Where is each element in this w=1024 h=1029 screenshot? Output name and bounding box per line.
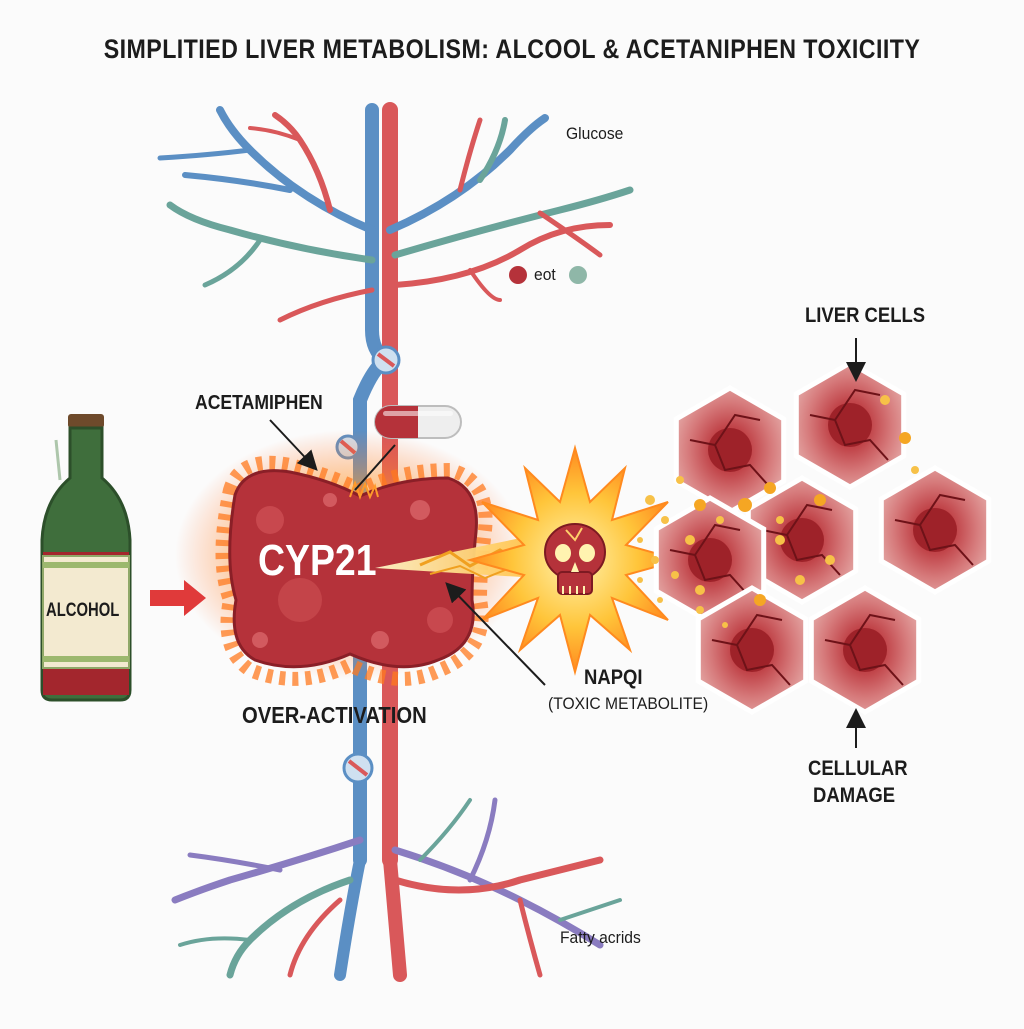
debris-particle	[880, 395, 890, 405]
debris-particle	[825, 555, 835, 565]
label-fatty-acids: Fatty acrids	[560, 928, 641, 947]
debris-particle	[671, 571, 679, 579]
label-enzyme: CYP21	[258, 536, 377, 585]
debris-particle	[645, 495, 655, 505]
wine-bottle-icon	[40, 414, 132, 702]
debris-particle	[657, 597, 663, 603]
cell-crack	[669, 523, 749, 596]
debris-particle	[775, 535, 785, 545]
debris-particle	[911, 466, 919, 474]
debris-particle	[795, 575, 805, 585]
vessel-tree-bottom	[171, 797, 622, 982]
cell-crack	[809, 388, 889, 461]
cell-crack	[824, 613, 904, 686]
debris-particle	[776, 516, 784, 524]
cell-crack	[689, 413, 769, 486]
legend-dot-red	[509, 266, 527, 284]
cell-crack	[711, 613, 791, 686]
capsule-icon	[374, 405, 462, 439]
debris-particle	[676, 476, 684, 484]
label-glucose: Glucose	[566, 124, 624, 143]
pointer-lines	[269, 338, 866, 748]
legend-dot-teal	[569, 266, 587, 284]
debris-particle	[695, 585, 705, 595]
vessel-tree-top	[157, 102, 634, 868]
skull-icon	[544, 523, 606, 595]
alcohol-arrow	[150, 580, 206, 616]
pointer-capsule	[354, 444, 396, 491]
debris-particle	[661, 516, 669, 524]
debris-particle	[738, 498, 752, 512]
label-napqi-sub: (TOXIC METABOLITE)	[548, 694, 709, 713]
label-bottle: ALCOHOL	[46, 600, 120, 621]
debris-particle	[637, 537, 643, 543]
vessel-valve-top	[371, 345, 401, 375]
pointer-napqi	[445, 582, 546, 686]
pointer-acetaminophen	[269, 419, 318, 471]
debris-particle	[694, 499, 706, 511]
debris-particle	[814, 494, 826, 506]
label-damage: DAMAGE	[813, 784, 896, 807]
debris-particle	[651, 556, 659, 564]
liver-cells	[653, 360, 992, 715]
debris-particle	[685, 535, 695, 545]
page-title: SIMPLITIED LIVER METABOLISM: ALCOOL & AC…	[103, 34, 921, 64]
label-napqi: NAPQI	[584, 666, 643, 689]
debris-particle	[899, 432, 911, 444]
label-over-activation: OVER-ACTIVATION	[242, 702, 427, 728]
cell-debris	[637, 395, 919, 628]
debris-particle	[716, 516, 724, 524]
label-acetaminophen: ACETAMIPHEN	[195, 392, 323, 414]
debris-particle	[637, 577, 643, 583]
debris-particle	[722, 622, 728, 628]
debris-particle	[764, 482, 776, 494]
vessel-valve-bottom	[342, 752, 374, 784]
debris-particle	[754, 594, 766, 606]
label-cellular: CELLULAR	[808, 757, 908, 780]
debris-particle	[696, 606, 704, 614]
liver	[228, 469, 478, 669]
label-legend: eot	[534, 265, 556, 284]
label-liver-cells: LIVER CELLS	[805, 304, 926, 327]
cell-crack	[894, 493, 974, 566]
